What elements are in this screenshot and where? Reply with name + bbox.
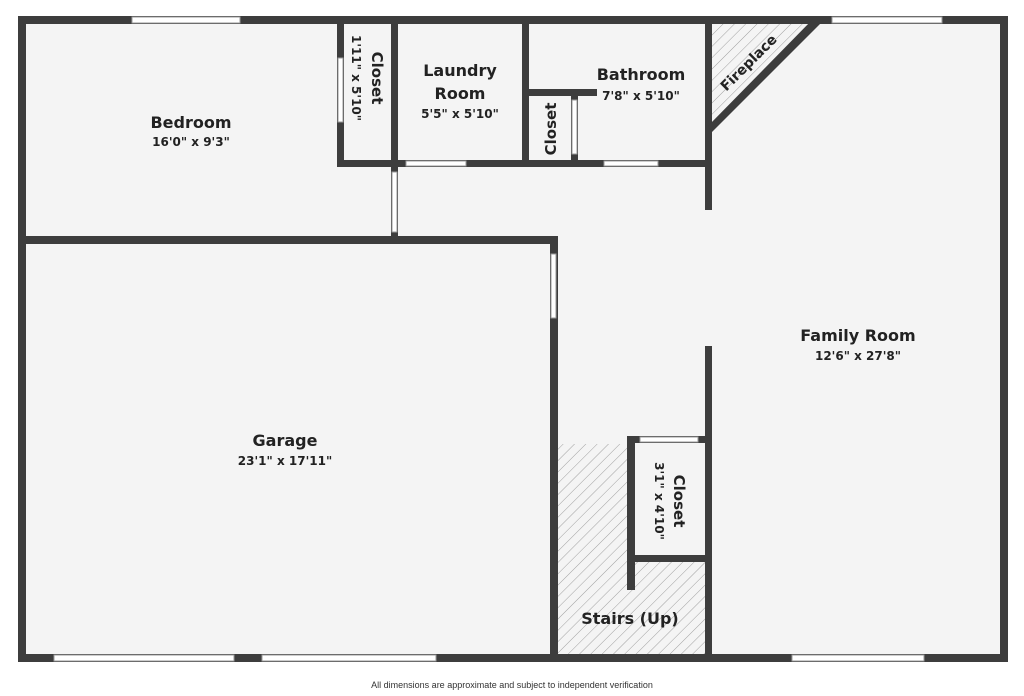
stairs-label: Stairs (Up)	[581, 609, 679, 628]
garage-dims: 23'1" x 17'11"	[238, 454, 332, 468]
bedroom-label: Bedroom	[150, 113, 231, 132]
garage-label: Garage	[253, 431, 318, 450]
family-room-dims: 12'6" x 27'8"	[815, 349, 901, 363]
family-room-label: Family Room	[800, 326, 915, 345]
closet2-label: Closet	[542, 103, 560, 156]
closet1-label: Closet	[368, 52, 386, 105]
laundry-dims: 5'5" x 5'10"	[421, 107, 499, 121]
bedroom-dims: 16'0" x 9'3"	[152, 135, 230, 149]
stairs-hatch-lower	[629, 562, 707, 656]
floor-area	[22, 20, 1002, 658]
bathroom-label: Bathroom	[597, 65, 686, 84]
bathroom-dims: 7'8" x 5'10"	[602, 89, 680, 103]
laundry-label-line1: Laundry	[423, 61, 497, 80]
closet1-dims: 1'11" x 5'10"	[349, 35, 363, 121]
stairs-hatch	[556, 444, 629, 656]
closet3-dims: 3'1" x 4'10"	[652, 462, 666, 540]
closet3-label: Closet	[670, 475, 688, 528]
openings	[53, 16, 943, 662]
dimensions-disclaimer: All dimensions are approximate and subje…	[371, 680, 653, 690]
laundry-label-line2: Room	[435, 84, 486, 103]
